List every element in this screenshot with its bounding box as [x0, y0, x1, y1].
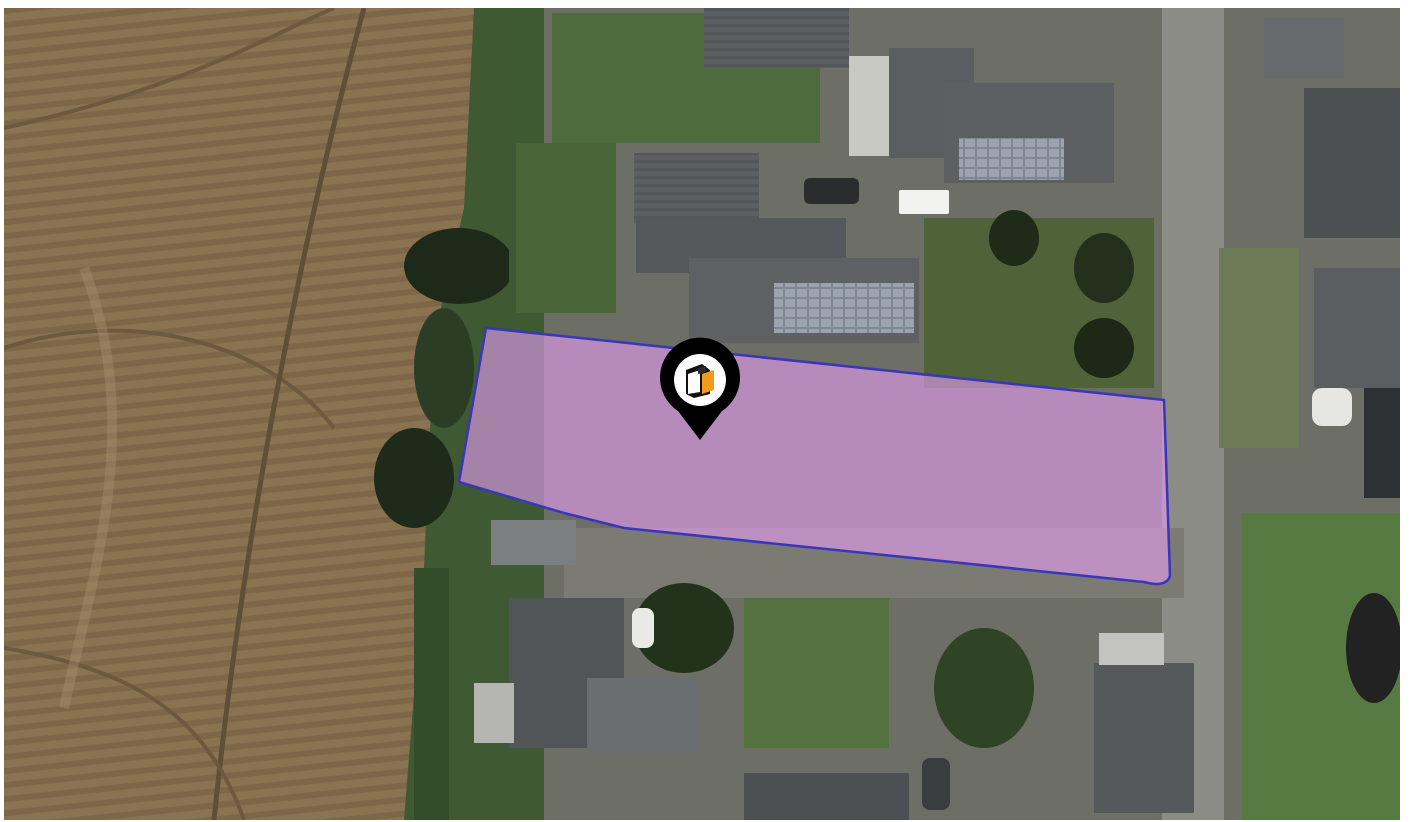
trees	[634, 210, 1400, 748]
vehicles	[632, 178, 1352, 810]
satellite-map[interactable]	[4, 8, 1400, 820]
map-canvas[interactable]	[4, 8, 1400, 820]
property-location-marker[interactable]	[660, 337, 740, 440]
property-boundary[interactable]	[457, 326, 1172, 586]
property-cube-icon	[686, 364, 714, 398]
buildings	[474, 8, 1400, 820]
